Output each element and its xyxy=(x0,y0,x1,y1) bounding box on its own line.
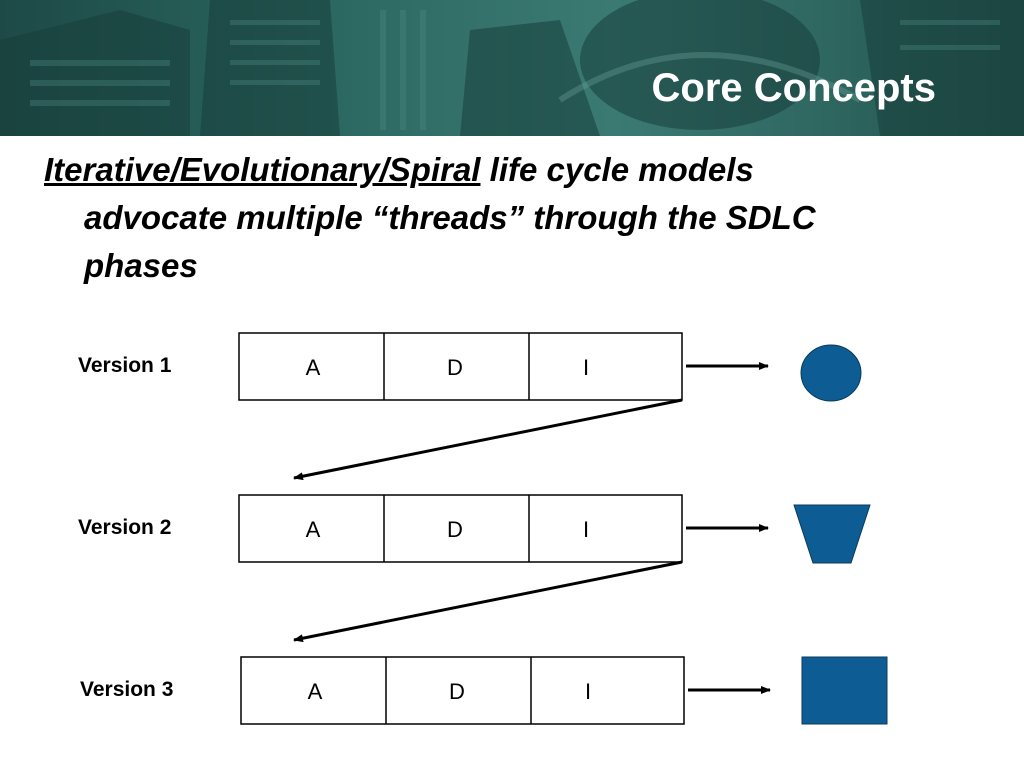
version-1-phase-a: A xyxy=(306,355,321,380)
cityscape-background xyxy=(0,0,1024,136)
header-banner: Core Concepts xyxy=(0,0,1024,136)
slide-title: Core Concepts xyxy=(651,66,937,110)
version-3-phase-d: D xyxy=(449,679,465,704)
version-3-phase-i: I xyxy=(585,679,591,704)
bullet-emphasis: Iterative/Evolutionary/Spiral xyxy=(44,151,481,188)
bullet-text: Iterative/Evolutionary/Spiral life cycle… xyxy=(44,146,984,290)
transition-arrow-1-to-2 xyxy=(293,398,683,481)
version-1-phase-i: I xyxy=(583,355,589,380)
version-2-bar xyxy=(238,494,683,563)
transition-arrow-2-to-3 xyxy=(293,560,683,643)
version-3-phase-a: A xyxy=(308,679,323,704)
version-2-output-trapezoid xyxy=(793,504,871,564)
bullet-line-3: phases xyxy=(84,247,198,284)
bullet-line-1-rest: life cycle models xyxy=(480,151,754,188)
version-3-label: Version 3 xyxy=(80,678,173,701)
version-1-output-circle xyxy=(800,344,862,402)
version-2-phase-a: A xyxy=(306,517,321,542)
version-1-label: Version 1 xyxy=(78,354,172,377)
version-1-bar xyxy=(238,332,683,401)
version-3-bar xyxy=(240,656,685,725)
version-2-label: Version 2 xyxy=(78,516,171,539)
version-2-phase-d: D xyxy=(447,517,463,542)
bullet-line-1: Iterative/Evolutionary/Spiral life cycle… xyxy=(44,146,984,194)
version-2-phase-i: I xyxy=(583,517,589,542)
version-3-output-square xyxy=(801,656,888,725)
bullet-line-2: advocate multiple “threads” through the … xyxy=(84,199,816,236)
version-1-phase-d: D xyxy=(447,355,463,380)
